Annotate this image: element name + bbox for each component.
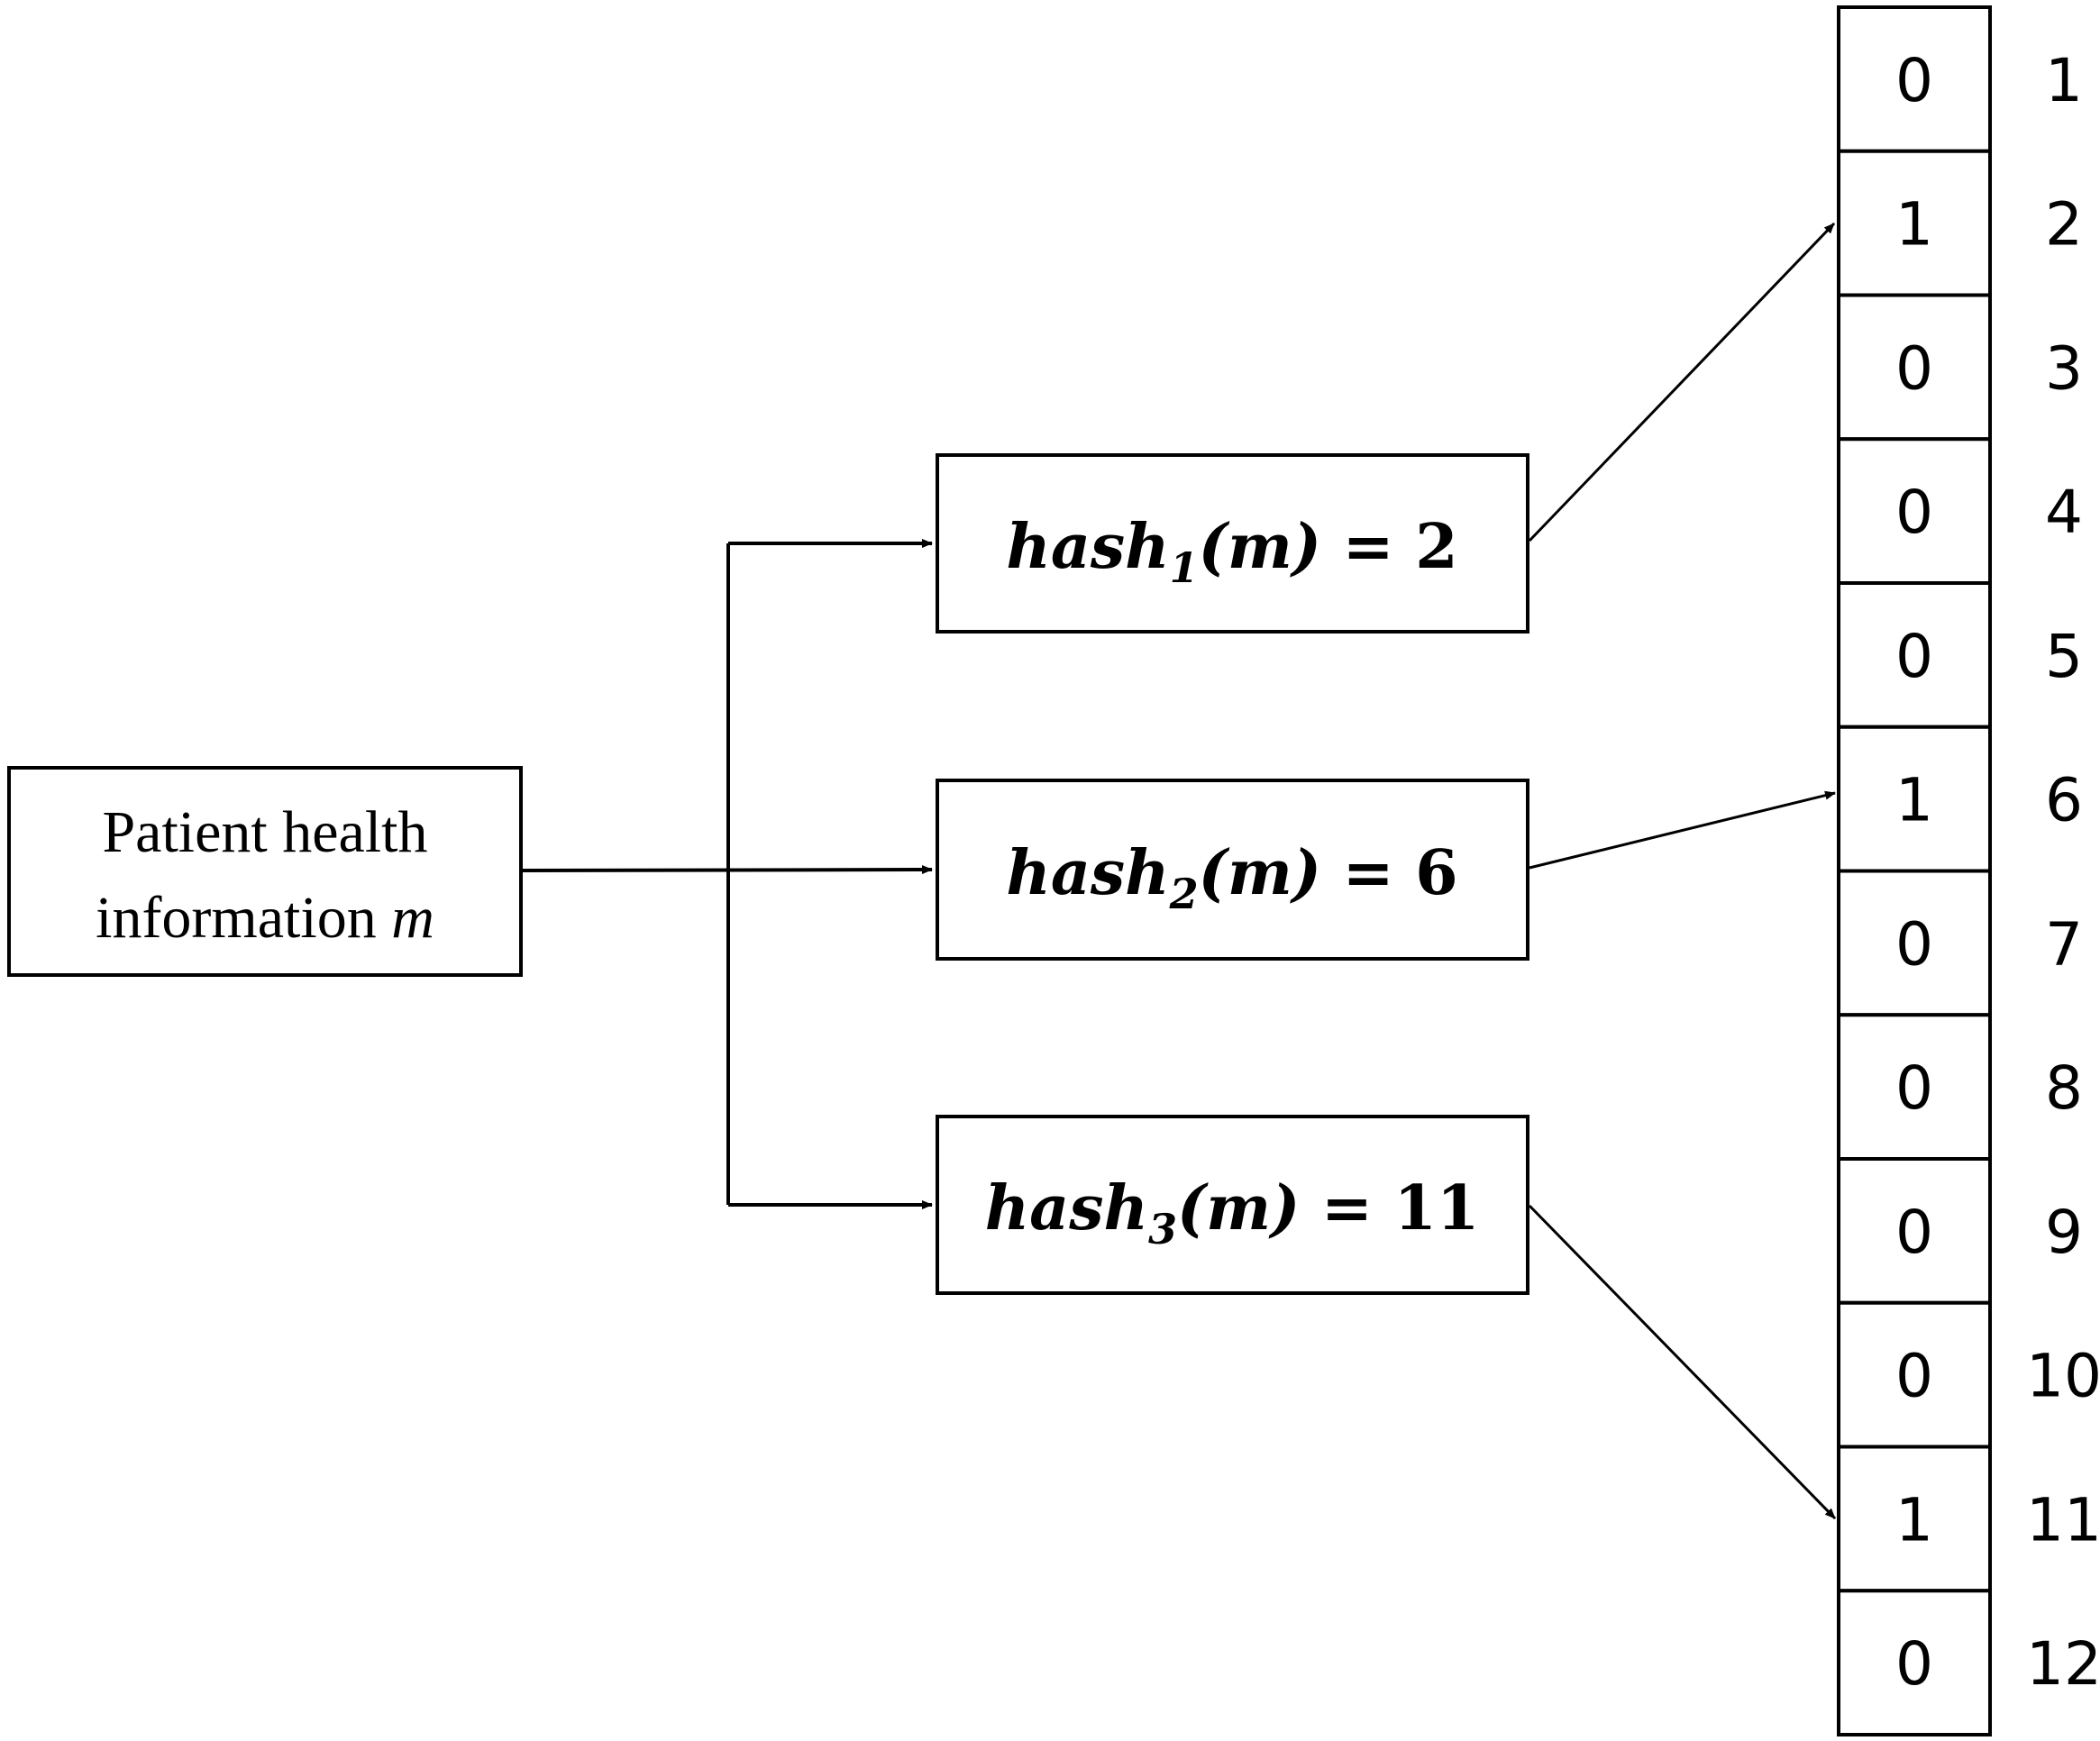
input-node: Patient health information m bbox=[7, 766, 523, 977]
hash-label-1: hash1(m) = 2 bbox=[1006, 511, 1457, 592]
bit-index: 6 bbox=[2045, 766, 2083, 835]
bit-value: 0 bbox=[1895, 1053, 1933, 1123]
bit-value: 0 bbox=[1895, 46, 1933, 115]
bit-index: 9 bbox=[2045, 1198, 2083, 1267]
bit-value: 1 bbox=[1895, 190, 1933, 260]
input-box bbox=[7, 766, 523, 977]
bit-index: 1 bbox=[2045, 46, 2083, 115]
bit-index: 7 bbox=[2045, 909, 2083, 979]
bit-cell-box bbox=[1837, 5, 1992, 153]
bit-index: 10 bbox=[2026, 1342, 2100, 1411]
bit-cell-box bbox=[1837, 1013, 1992, 1161]
bit-value: 0 bbox=[1895, 909, 1933, 979]
bit-cell-box bbox=[1837, 581, 1992, 729]
input-connectors bbox=[520, 539, 933, 1209]
bit-value: 0 bbox=[1895, 1342, 1933, 1411]
hash-label-3: hash3(m) = 11 bbox=[985, 1172, 1480, 1253]
bit-value: 1 bbox=[1895, 766, 1933, 835]
bit-cell-box bbox=[1837, 725, 1992, 873]
hash-box-2 bbox=[936, 779, 1529, 961]
bit-value: 0 bbox=[1895, 622, 1933, 691]
bit-value: 0 bbox=[1895, 1198, 1933, 1267]
bit-value: 0 bbox=[1895, 478, 1933, 547]
bit-cell-box bbox=[1837, 869, 1992, 1017]
bit-index: 4 bbox=[2045, 478, 2083, 547]
hash-box-3 bbox=[936, 1115, 1529, 1295]
hash-label-2: hash2(m) = 6 bbox=[1006, 837, 1457, 918]
bit-cell-box bbox=[1837, 293, 1992, 442]
bit-index: 11 bbox=[2026, 1485, 2100, 1554]
bit-value: 0 bbox=[1895, 333, 1933, 403]
bit-value: 0 bbox=[1895, 1629, 1933, 1699]
hash-node-3: hash3(m) = 11 bbox=[936, 1115, 1529, 1295]
input-label-line2: information m bbox=[96, 885, 434, 951]
bit-index: 8 bbox=[2045, 1053, 2083, 1123]
bit-cell-box bbox=[1837, 149, 1992, 297]
hash-node-1: hash1(m) = 2 bbox=[936, 453, 1529, 634]
bit-value: 1 bbox=[1895, 1485, 1933, 1554]
hash-node-2: hash2(m) = 6 bbox=[936, 779, 1529, 961]
hash-box-1 bbox=[936, 453, 1529, 634]
bit-cell: 0 12 bbox=[1837, 1589, 2100, 1736]
hash-to-bit-arrows bbox=[1528, 222, 1837, 1520]
arrow-hash2-to-bit6 bbox=[1529, 790, 1836, 870]
arrow-hash3-to-bit11 bbox=[1528, 1204, 1837, 1520]
bit-index: 3 bbox=[2045, 333, 2083, 403]
bit-index: 2 bbox=[2045, 190, 2083, 260]
bit-cell-box bbox=[1837, 1589, 1992, 1736]
bit-cell: 0 10 bbox=[1837, 1300, 2100, 1449]
bit-cell-box bbox=[1837, 1445, 1992, 1593]
bit-cell-box bbox=[1837, 437, 1992, 585]
input-label-line1: Patient health bbox=[102, 799, 427, 865]
bit-cell-box bbox=[1837, 1300, 1992, 1449]
arrow-hash1-to-bit2 bbox=[1528, 222, 1836, 542]
bit-index: 12 bbox=[2026, 1629, 2100, 1699]
bit-index: 5 bbox=[2045, 622, 2083, 691]
